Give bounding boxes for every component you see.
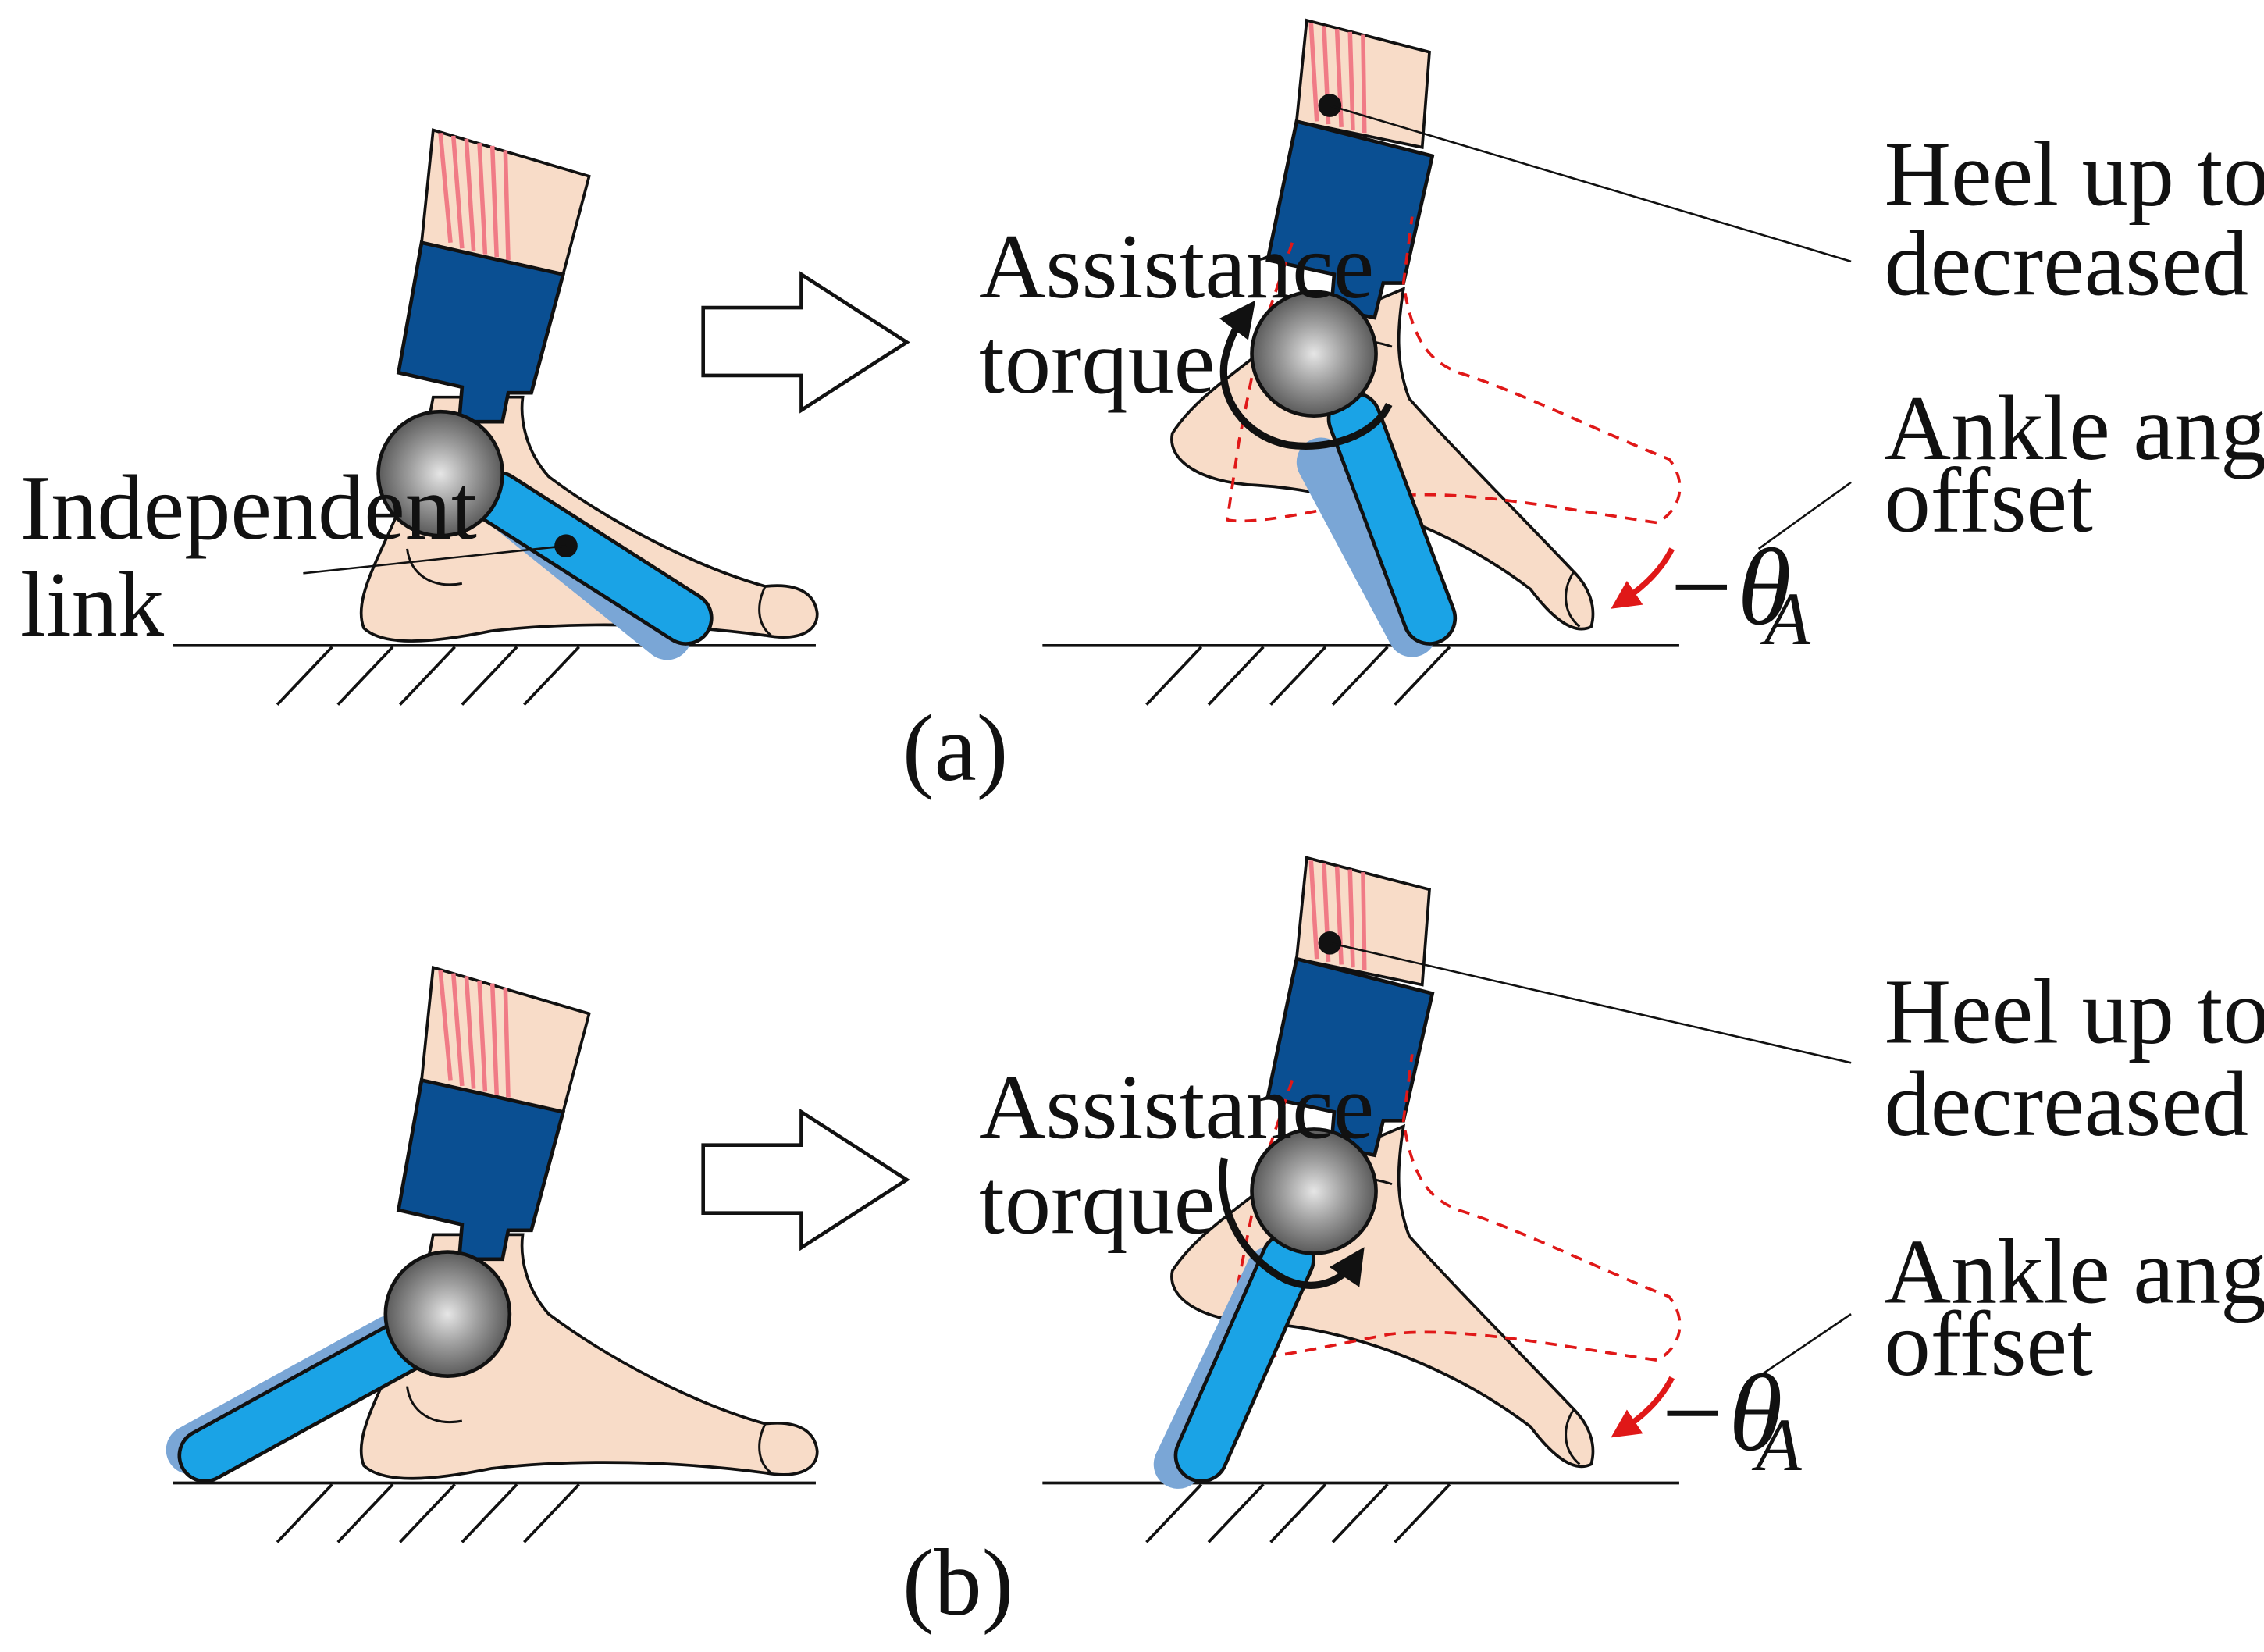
ground-a-right <box>1042 643 1679 706</box>
heel-torque-label-b-1: Heel up torque <box>1885 960 2264 1063</box>
theta-sub-b: A <box>1751 1403 1803 1486</box>
heel-torque-label-a-1: Heel up torque <box>1885 123 2264 226</box>
assistance-label-a-1: Assistance <box>979 215 1374 318</box>
theta-label-a: −θ <box>1664 527 1792 648</box>
assistance-label-b-2: torque <box>979 1152 1215 1254</box>
ground-a-left <box>173 643 816 706</box>
assistance-label-a-2: torque <box>979 311 1215 413</box>
heel-torque-label-b-2: decreased <box>1885 1053 2249 1155</box>
theta-label-b: −θ <box>1655 1353 1783 1474</box>
offset-label-a-2: offset <box>1885 450 2093 552</box>
ankle-joint-a-left <box>376 409 504 538</box>
ground-b-right <box>1042 1481 1679 1543</box>
ankle-joint-a-right <box>1250 290 1378 418</box>
ankle-joint-b-left <box>383 1250 512 1378</box>
caption-a: (a) <box>902 696 1008 801</box>
foot-b-right <box>1153 858 1852 1489</box>
assistance-torque-arrow-a <box>1219 300 1393 450</box>
foot-a-left <box>303 130 819 660</box>
ankle-joint-b-right <box>1250 1127 1378 1255</box>
caption-b: (b) <box>902 1530 1013 1636</box>
assistance-label-b-1: Assistance <box>979 1056 1374 1158</box>
heel-torque-label-a-2: decreased <box>1885 212 2249 315</box>
foot-a-right <box>1170 20 1852 657</box>
panel-a: Independent link <box>20 20 2264 801</box>
independent-link-label-1: Independent <box>20 457 477 559</box>
panel-b: Assistance torque Heel up torque decreas… <box>166 858 2264 1636</box>
theta-sub-a: A <box>1760 577 1811 660</box>
transition-arrow-b <box>701 1108 910 1251</box>
ankle-offset-arrow-a <box>1611 547 1675 609</box>
independent-link-label-2: link <box>20 554 165 656</box>
offset-label-a-1: Ankle angle <box>1885 377 2264 479</box>
offset-label-b-1: Ankle angle <box>1885 1220 2264 1323</box>
foot-b-left <box>166 967 819 1483</box>
offset-label-b-2: offset <box>1885 1293 2093 1395</box>
ground-b-left <box>173 1481 816 1543</box>
assistance-torque-arrow-b <box>1219 1157 1365 1289</box>
transition-arrow-a <box>701 271 910 414</box>
ankle-offset-arrow-b <box>1611 1376 1675 1438</box>
